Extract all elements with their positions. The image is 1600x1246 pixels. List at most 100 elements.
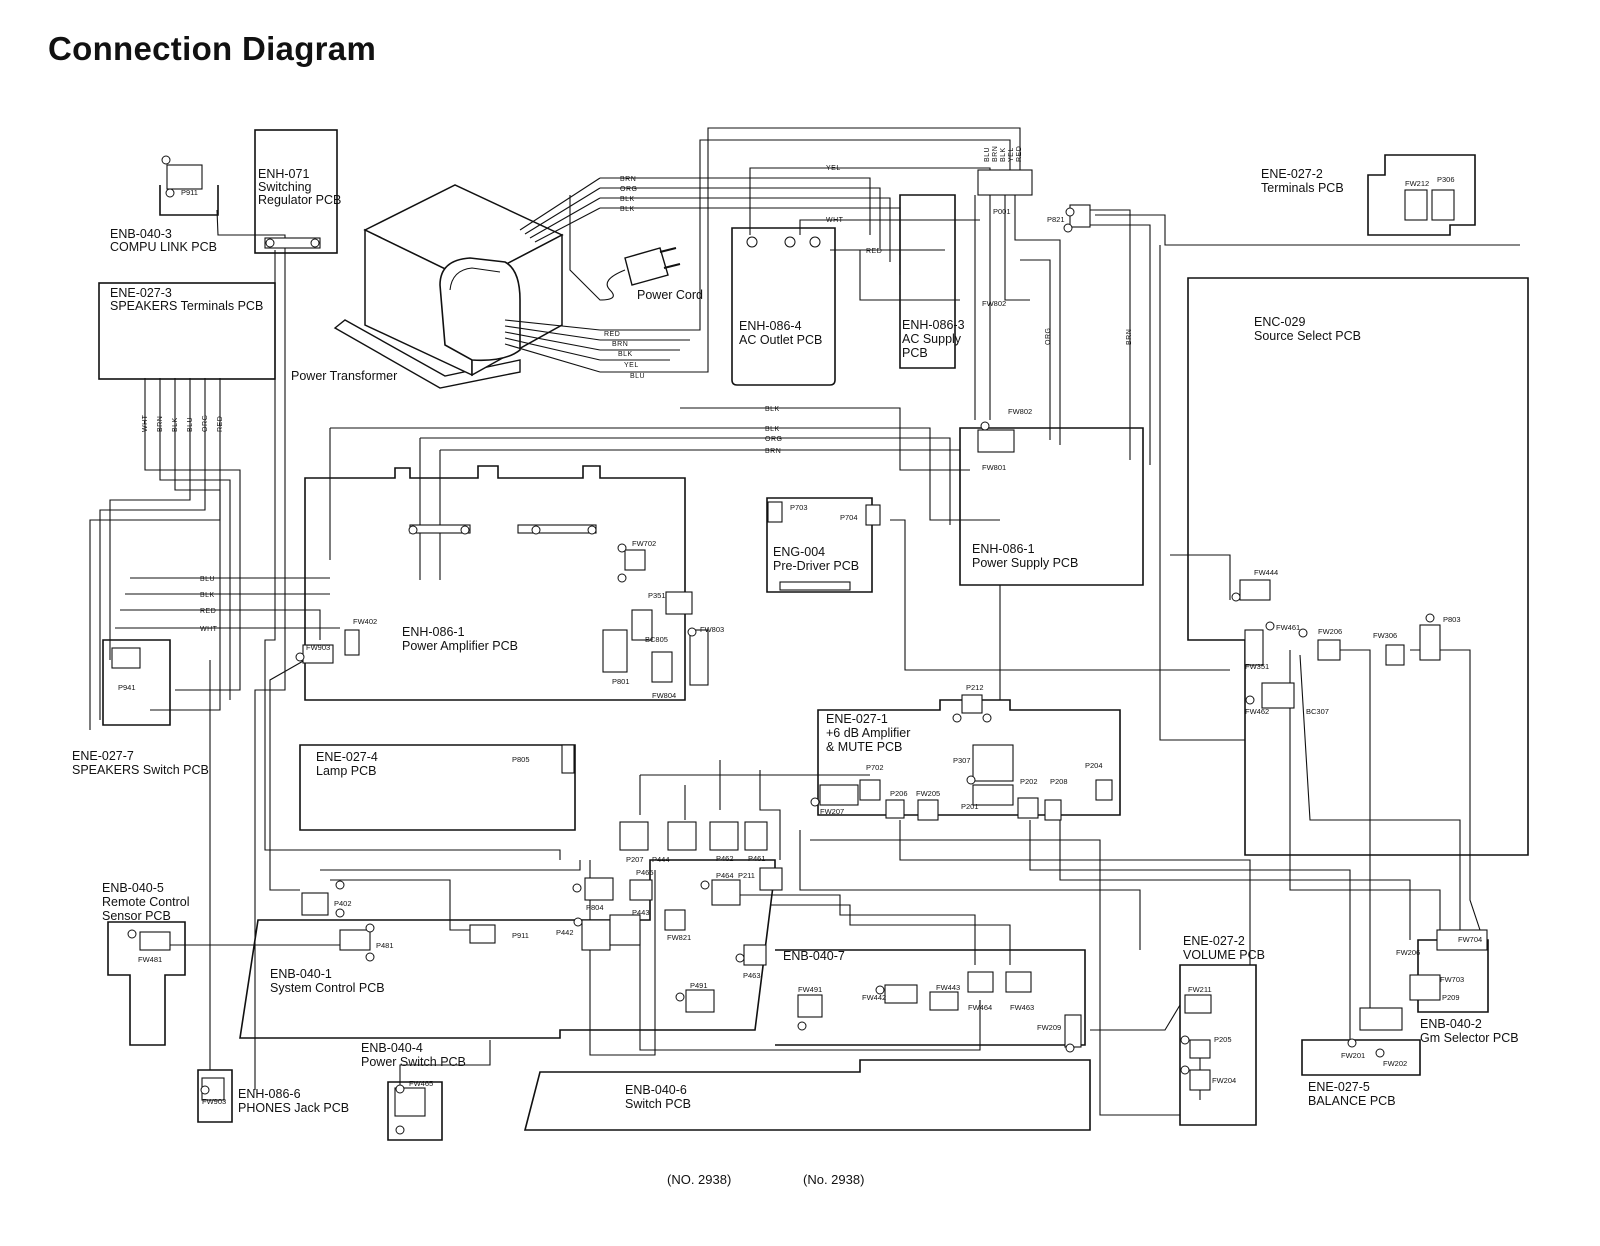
conn-fw461: FW461 <box>1276 623 1300 632</box>
conn-p805: P805 <box>512 755 530 764</box>
wire-brn-top: BRN <box>620 176 636 183</box>
wire-supply-brn: BRN <box>765 448 781 455</box>
conn-p207: P207 <box>626 855 644 864</box>
wire-red-mid: RED <box>866 248 882 255</box>
wire-p001-yel: YEL <box>1008 147 1015 162</box>
remote-sensor-label-2: Remote Control <box>102 895 190 909</box>
compu-link-label-1: ENB-040-3 <box>110 227 172 241</box>
conn-fw704: FW704 <box>1458 935 1482 944</box>
power-cord-plug <box>569 195 681 301</box>
balance-board <box>1301 1039 1421 1076</box>
wire-spk-blk: BLK <box>172 417 179 432</box>
pre-driver-label-1: ENG-004 <box>773 545 825 559</box>
wire-amp-blu: BLU <box>200 576 215 583</box>
conn-p703: P703 <box>790 503 808 512</box>
lamp-label-2: Lamp PCB <box>316 764 376 778</box>
balance-label-2: BALANCE PCB <box>1308 1094 1396 1108</box>
wire-blk-bottom: BLK <box>618 351 633 358</box>
source-select-label-2: Source Select PCB <box>1254 329 1361 343</box>
system-control-label-2: System Control PCB <box>270 981 385 995</box>
speakers-switch-label-1: ENE-027-7 <box>72 749 134 763</box>
conn-fw903b: FW903 <box>202 1097 226 1106</box>
ac-supply-label-3: PCB <box>902 346 928 360</box>
conn-fw803: FW803 <box>700 625 724 634</box>
enb-040-7-label: ENB-040-7 <box>783 949 845 963</box>
wire-p001-blu: BLU <box>984 147 991 162</box>
conn-p704: P704 <box>840 513 858 522</box>
switch-board <box>523 1059 1091 1131</box>
wire-org-vertical: ORG <box>1045 328 1052 345</box>
ac-outlet-label-1: ENH-086-4 <box>739 319 802 333</box>
conn-p464: P464 <box>716 871 734 880</box>
conn-p491: P491 <box>690 981 708 990</box>
board-labels: ENB-040-3 COMPU LINK PCB ENH-071 Switchi… <box>72 167 1519 1115</box>
amp-mute-label-3: & MUTE PCB <box>826 740 902 754</box>
conn-p911-top: P911 <box>181 188 198 197</box>
switching-regulator-board <box>254 129 338 254</box>
wire-brn-vertical: BRN <box>1126 329 1133 345</box>
conn-bc805: BC805 <box>645 635 668 644</box>
conn-fw465: FW465 <box>409 1079 433 1088</box>
pre-driver-label-2: Pre-Driver PCB <box>773 559 859 573</box>
switching-regulator-label-3: Regulator PCB <box>258 193 341 207</box>
power-switch-label-2: Power Switch PCB <box>361 1055 466 1069</box>
gm-selector-label-1: ENB-040-2 <box>1420 1017 1482 1031</box>
power-amplifier-label-2: Power Amplifier PCB <box>402 639 518 653</box>
conn-fw201: FW201 <box>1341 1051 1365 1060</box>
wire-blk-top-2: BLK <box>620 206 635 213</box>
wire-p001-brn: BRN <box>992 146 999 162</box>
conn-p803: P803 <box>1443 615 1461 624</box>
system-control-label-1: ENB-040-1 <box>270 967 332 981</box>
footer-doc-number-left: (NO. 2938) <box>667 1172 732 1187</box>
power-supply-label-2: Power Supply PCB <box>972 556 1078 570</box>
speakers-terminals-label-2: SPEAKERS Terminals PCB <box>110 299 263 313</box>
conn-fw444: FW444 <box>1254 568 1278 577</box>
conn-fw306: FW306 <box>1373 631 1397 640</box>
power-amplifier-label-1: ENH-086-1 <box>402 625 465 639</box>
ac-supply-board <box>899 194 956 369</box>
terminals-label-2: Terminals PCB <box>1261 181 1344 195</box>
wire-yel-bottom: YEL <box>624 362 639 369</box>
terminals-board <box>1367 154 1476 236</box>
conn-p821: P821 <box>1047 215 1065 224</box>
ac-outlet-label-2: AC Outlet PCB <box>739 333 822 347</box>
remote-sensor-board <box>107 921 186 1046</box>
wire-blk-top-1: BLK <box>620 196 635 203</box>
conn-p351: P351 <box>648 591 666 600</box>
conn-p001: P001 <box>993 207 1011 216</box>
wire-spk-red: RED <box>217 416 224 432</box>
conn-p462: P462 <box>716 854 734 863</box>
wire-brn-bottom: BRN <box>612 341 628 348</box>
page-title: Connection Diagram <box>48 30 377 67</box>
conn-fw402: FW402 <box>353 617 377 626</box>
conn-fw702: FW702 <box>632 539 656 548</box>
ac-supply-label-1: ENH-086-3 <box>902 318 965 332</box>
conn-fw212: FW212 <box>1405 179 1429 188</box>
conn-fw211: FW211 <box>1188 985 1212 994</box>
switch-label-1: ENB-040-6 <box>625 1083 687 1097</box>
conn-fw351: FW351 <box>1245 662 1269 671</box>
conn-fw205: FW205 <box>916 789 940 798</box>
conn-fw209: FW209 <box>1037 1023 1061 1032</box>
phones-jack-label-2: PHONES Jack PCB <box>238 1101 349 1115</box>
amp-mute-label-2: +6 dB Amplifier <box>826 726 910 740</box>
conn-fw802b: FW802 <box>1008 407 1032 416</box>
power-supply-label-1: ENH-086-1 <box>972 542 1035 556</box>
wire-org-top: ORG <box>620 186 637 193</box>
conn-fw804: FW804 <box>652 691 676 700</box>
volume-label-1: ENE-027-2 <box>1183 934 1245 948</box>
speakers-terminals-label-1: ENE-027-3 <box>110 286 172 300</box>
conn-p442: P442 <box>556 928 574 937</box>
speakers-switch-board <box>102 639 171 726</box>
conn-fw802a: FW802 <box>982 299 1006 308</box>
conn-p702: P702 <box>866 763 884 772</box>
conn-p201: P201 <box>961 802 979 811</box>
conn-fw801: FW801 <box>982 463 1006 472</box>
conn-fw481: FW481 <box>138 955 162 964</box>
board-outlines <box>98 129 1529 1141</box>
conn-fw821: FW821 <box>667 933 691 942</box>
wire-supply-blk-2: BLK <box>765 426 780 433</box>
conn-p211: P211 <box>738 871 755 880</box>
power-cord-label: Power Cord <box>637 288 703 302</box>
wire-supply-org: ORG <box>765 436 782 443</box>
